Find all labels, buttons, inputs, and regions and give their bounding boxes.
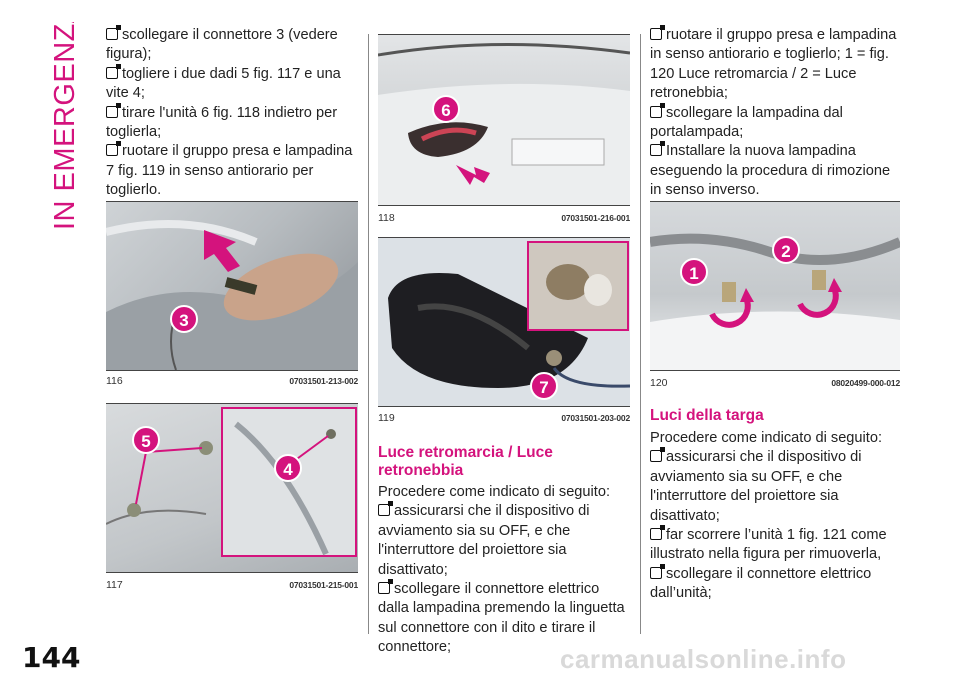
checkbox-bullet-icon bbox=[650, 102, 665, 118]
car-rear-illustration bbox=[378, 43, 630, 205]
section-title-svg: IN EMERGENZA bbox=[49, 3, 81, 230]
bullet-item: scollegare il connettore 3 (vedere figur… bbox=[106, 25, 338, 63]
figure-image: 6 bbox=[378, 34, 630, 206]
figure-image: 1 2 bbox=[650, 201, 900, 371]
figure-number: 119 bbox=[378, 412, 395, 424]
figure-code: 07031501-213-002 bbox=[289, 376, 358, 386]
checkbox-bullet-icon bbox=[106, 63, 121, 79]
figure-image: 7 bbox=[378, 237, 630, 407]
bullet-item: ruotare il gruppo presa e lampadina in s… bbox=[650, 25, 897, 102]
figure-117: 5 4 117 07031501-215-001 bbox=[106, 403, 358, 593]
checkbox-bullet-icon bbox=[378, 579, 393, 595]
figure-120: 1 2 120 08020499-000-012 bbox=[650, 201, 900, 391]
marker-2: 2 bbox=[772, 236, 800, 264]
marker-1: 1 bbox=[680, 258, 708, 286]
figure-code: 07031501-215-001 bbox=[289, 580, 358, 590]
intro-text: Procedere come indicato di seguito: bbox=[378, 484, 611, 500]
marker-3: 3 bbox=[170, 305, 198, 333]
figure-number: 116 bbox=[106, 375, 123, 387]
checkbox-bullet-icon bbox=[650, 25, 665, 40]
figure-number: 117 bbox=[106, 579, 123, 591]
checkbox-bullet-icon bbox=[650, 563, 665, 579]
checkbox-bullet-icon bbox=[106, 141, 121, 157]
figure-number: 120 bbox=[650, 377, 668, 389]
bumper-illustration bbox=[106, 407, 357, 557]
lamp-unit-illustration bbox=[388, 241, 630, 388]
figure-image: 5 4 bbox=[106, 403, 358, 573]
section-heading: Luci della targa bbox=[650, 407, 764, 424]
section-heading: Luce retromarcia / Luce retronebbia bbox=[378, 444, 553, 479]
column-separator bbox=[640, 34, 641, 634]
column-1: scollegare il connettore 3 (vedere figur… bbox=[106, 25, 358, 201]
bullet-item: scollegare il connettore elettrico dall’… bbox=[650, 563, 872, 602]
checkbox-bullet-icon bbox=[650, 141, 665, 157]
section-title: IN EMERGENZA bbox=[44, 3, 84, 232]
bulb-holders-illustration bbox=[650, 233, 900, 370]
figure-code: 07031501-216-001 bbox=[561, 213, 630, 223]
figure-image: 3 bbox=[106, 201, 358, 371]
bullet-item: togliere i due dadi 5 fig. 117 e una vit… bbox=[106, 63, 341, 102]
bullet-item: scollegare il connettore elettrico dalla… bbox=[378, 579, 625, 656]
column-3-bottom: Luci della targa Procedere come indicato… bbox=[650, 407, 902, 604]
bullet-item: Installare la nuova lampadina eseguendo … bbox=[650, 141, 891, 199]
figure-code: 07031501-203-002 bbox=[561, 413, 630, 423]
figure-119: 7 119 07031501-203-002 bbox=[378, 237, 630, 427]
checkbox-bullet-icon bbox=[650, 525, 665, 541]
bullet-item: scollegare la lampadina dal portalampada… bbox=[650, 102, 843, 141]
section-title-text: IN EMERGENZA bbox=[49, 22, 81, 230]
bullet-item: assicurarsi che il dispositivo di avviam… bbox=[650, 447, 862, 524]
figure-number: 118 bbox=[378, 212, 395, 224]
figure-118: 6 118 07031501-216-001 bbox=[378, 34, 630, 226]
checkbox-bullet-icon bbox=[106, 102, 121, 118]
engine-bay-illustration bbox=[106, 220, 358, 370]
bullet-item: tirare l'unità 6 fig. 118 indietro per t… bbox=[106, 102, 338, 141]
column-2: Luce retromarcia / Luce retronebbia Proc… bbox=[378, 444, 630, 658]
column-3-top: ruotare il gruppo presa e lampadina in s… bbox=[650, 25, 902, 201]
bullet-item: assicurarsi che il dispositivo di avviam… bbox=[378, 501, 590, 578]
column-separator bbox=[368, 34, 369, 634]
marker-4: 4 bbox=[274, 454, 302, 482]
page-number: 144 bbox=[22, 641, 81, 674]
marker-7: 7 bbox=[530, 372, 558, 400]
checkbox-bullet-icon bbox=[378, 501, 393, 517]
watermark: carmanualsonline.info bbox=[560, 644, 847, 674]
marker-5: 5 bbox=[132, 426, 160, 454]
marker-6: 6 bbox=[432, 95, 460, 123]
bullet-item: ruotare il gruppo presa e lampadina 7 fi… bbox=[106, 141, 353, 199]
figure-116: 3 116 07031501-213-002 bbox=[106, 201, 358, 391]
intro-text: Procedere come indicato di seguito: bbox=[650, 430, 883, 446]
checkbox-bullet-icon bbox=[106, 25, 121, 40]
checkbox-bullet-icon bbox=[650, 447, 665, 463]
bullet-item: far scorrere l’unità 1 fig. 121 come ill… bbox=[650, 525, 887, 563]
figure-code: 08020499-000-012 bbox=[831, 378, 900, 388]
